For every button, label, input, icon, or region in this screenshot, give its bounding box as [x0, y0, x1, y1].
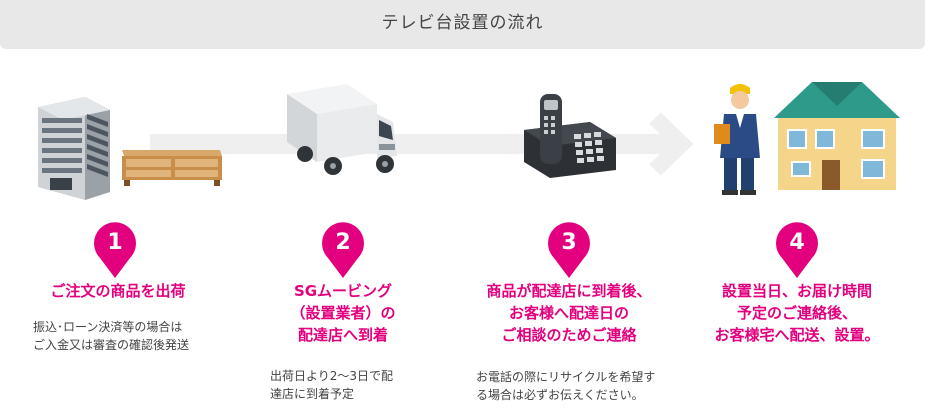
step-title: SGムービング （設置業者）の 配達店へ到着	[290, 282, 396, 344]
step-title: 設置当日、お届け時間 予定のご連絡後、 お客様宅へ配送、設置。	[714, 282, 880, 344]
telephone-icon	[524, 94, 616, 178]
map-pin-icon	[776, 222, 818, 278]
map-pin-icon	[548, 222, 590, 278]
map-pin-icon	[322, 222, 364, 278]
map-pin-icon	[94, 222, 136, 278]
building-and-tv-stand-icon	[38, 97, 222, 200]
delivery-truck-icon	[287, 84, 397, 175]
step-note: 振込･ローン決済等の場合は ご入金又は審査の確認後発送	[33, 320, 190, 352]
step-number: 2	[335, 230, 351, 255]
step-number: 1	[107, 230, 123, 255]
header-bar: テレビ台設置の流れ	[0, 0, 925, 49]
step-number: 3	[561, 230, 577, 255]
worker-and-house-icon	[714, 82, 900, 195]
step-note: 出荷日より2〜3日で配 達店に到着予定	[270, 369, 394, 401]
page-title: テレビ台設置の流れ	[381, 13, 544, 33]
step-title: ご注文の商品を出荷	[50, 282, 186, 300]
step-note: お電話の際にリサイクルを希望す る場合は必ずお伝えください。	[476, 370, 656, 402]
step-number: 4	[789, 230, 805, 255]
step-title: 商品が配達店に到着後、 お客様へ配達日の ご相談のためご連絡	[486, 282, 652, 344]
